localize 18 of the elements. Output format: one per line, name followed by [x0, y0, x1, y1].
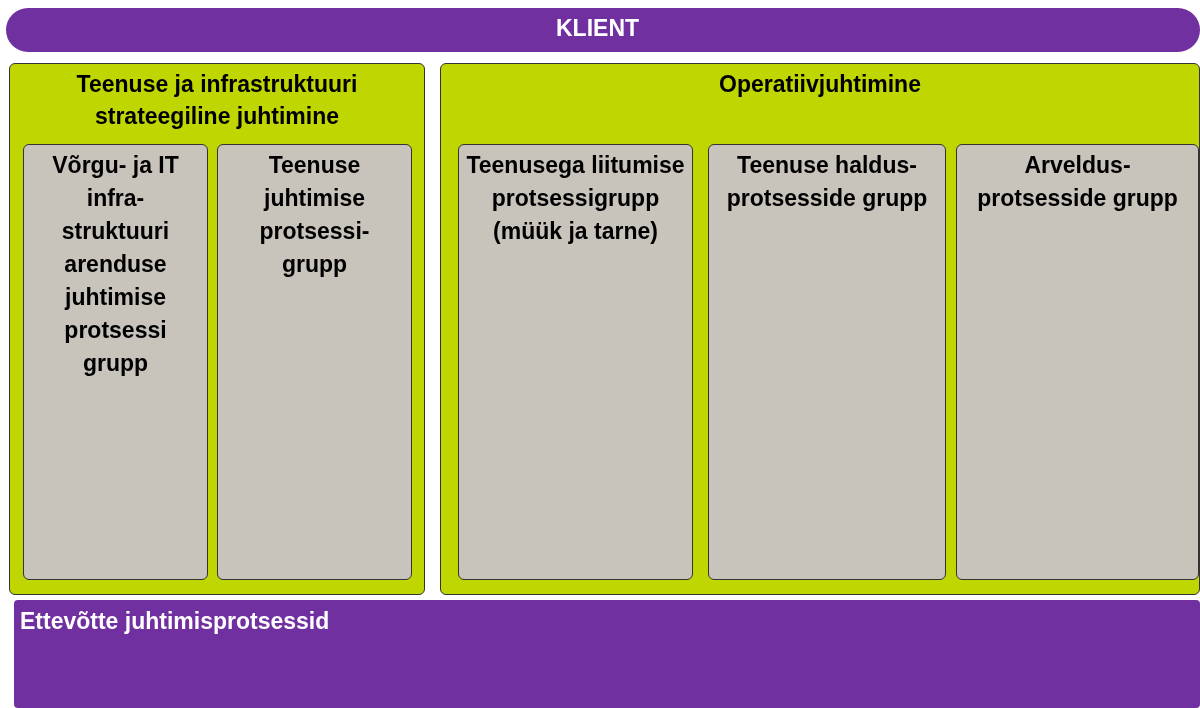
header-bar	[6, 8, 1200, 52]
column-title: Teenuse juhtimise protsessi- grupp	[258, 151, 371, 279]
process-column	[956, 144, 1199, 580]
process-column	[23, 144, 208, 580]
group-panel	[9, 63, 425, 595]
column-title: Arveldus- protsesside grupp	[976, 151, 1179, 213]
base-panel	[14, 600, 1200, 708]
process-column	[458, 144, 693, 580]
group-panel	[440, 63, 1200, 595]
process-column	[708, 144, 946, 580]
process-column	[217, 144, 412, 580]
column-title: Teenuse haldus- protsesside grupp	[725, 151, 929, 213]
column-title: Võrgu- ja IT infra- struktuuri arenduse juhtimise protsessi grupp	[51, 151, 180, 378]
group-title: Operatiivjuhtimine	[718, 70, 922, 99]
column-title: Teenusega liitumise protsessigrupp (müük ja tarne)	[465, 151, 686, 246]
panel-title: Ettevõtte juhtimisprotsessid	[20, 607, 330, 636]
group-title: Teenuse ja infrastruktuuri strateegiline juhtimine	[75, 70, 359, 131]
header-title: KLIENT	[556, 14, 640, 43]
